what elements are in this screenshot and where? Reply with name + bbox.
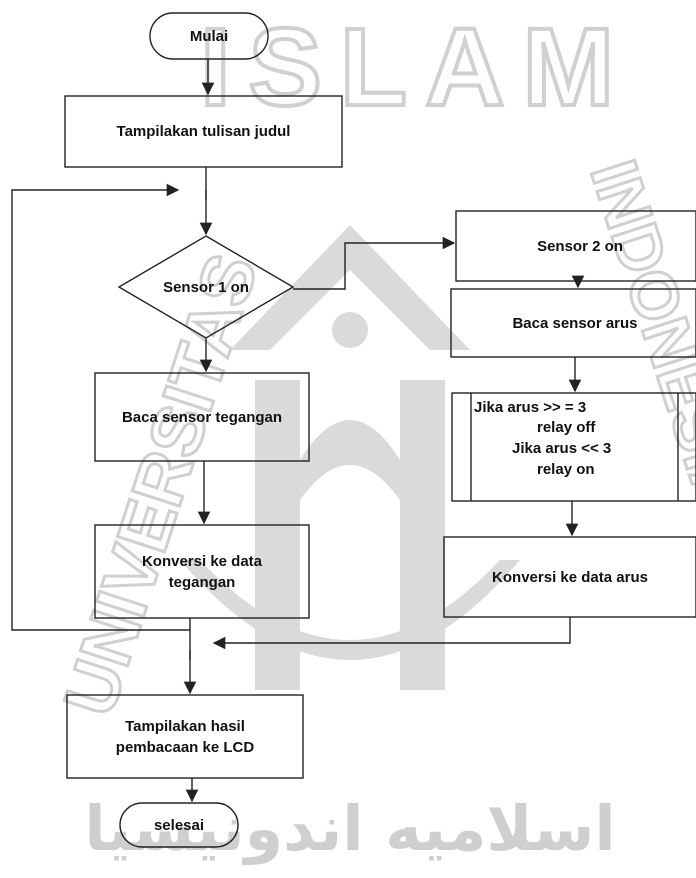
- end-terminator: [119, 802, 239, 848]
- watermark-top-text: ISLAM: [200, 6, 632, 129]
- watermark-emblem-left-pillar: [255, 380, 300, 690]
- title-display-box: [64, 95, 343, 168]
- arrow-convert-current-to-merge: [212, 617, 571, 650]
- read-voltage-box: [94, 372, 310, 462]
- watermark-emblem-roof: [230, 225, 470, 350]
- relay-line4: relay on: [537, 461, 595, 478]
- arrow-decision-to-sensor2: [293, 236, 456, 290]
- watermark-emblem-dot: [332, 312, 368, 348]
- watermark-emblem-right-pillar: [400, 380, 445, 690]
- watermark-emblem-lower-arc: [180, 560, 520, 660]
- relay-line2: relay off: [537, 419, 596, 436]
- convert-voltage-label-group: Konversi ke data tegangan: [95, 525, 309, 618]
- start-terminator: [149, 12, 269, 60]
- relay-line3: Jika arus << 3: [512, 440, 612, 457]
- convert-voltage-box: [94, 524, 310, 619]
- convert-voltage-line2: tegangan: [168, 573, 236, 591]
- end-label: selesai: [153, 816, 205, 834]
- sensor1-decision-label: Sensor 1 on: [163, 278, 249, 296]
- relay-line1: Jika arus >> = 3: [474, 399, 587, 416]
- read-current-box: [450, 288, 696, 358]
- display-result-line2: pembacaan ke LCD: [115, 738, 255, 756]
- display-result-label-group: Tampilakan hasil pembacaan ke LCD: [67, 695, 303, 778]
- watermark-bottom-script: اسلاميه اندونيسيا: [84, 792, 615, 865]
- convert-voltage-line1: Konversi ke data: [141, 552, 263, 570]
- convert-current-label: Konversi ke data arus: [492, 568, 648, 586]
- relay-logic-box: [451, 392, 696, 502]
- display-result-line1: Tampilakan hasil: [125, 717, 245, 735]
- read-voltage-label: Baca sensor tegangan: [121, 408, 283, 426]
- start-label: Mulai: [189, 27, 229, 45]
- watermark-emblem-arch: [300, 420, 400, 500]
- read-current-label: Baca sensor arus: [512, 314, 638, 332]
- display-result-box: [66, 694, 304, 779]
- loop-back-line: [11, 183, 190, 631]
- sensor2-on-label: Sensor 2 on: [537, 237, 623, 255]
- title-display-label: Tampilakan tulisan judul: [116, 123, 291, 140]
